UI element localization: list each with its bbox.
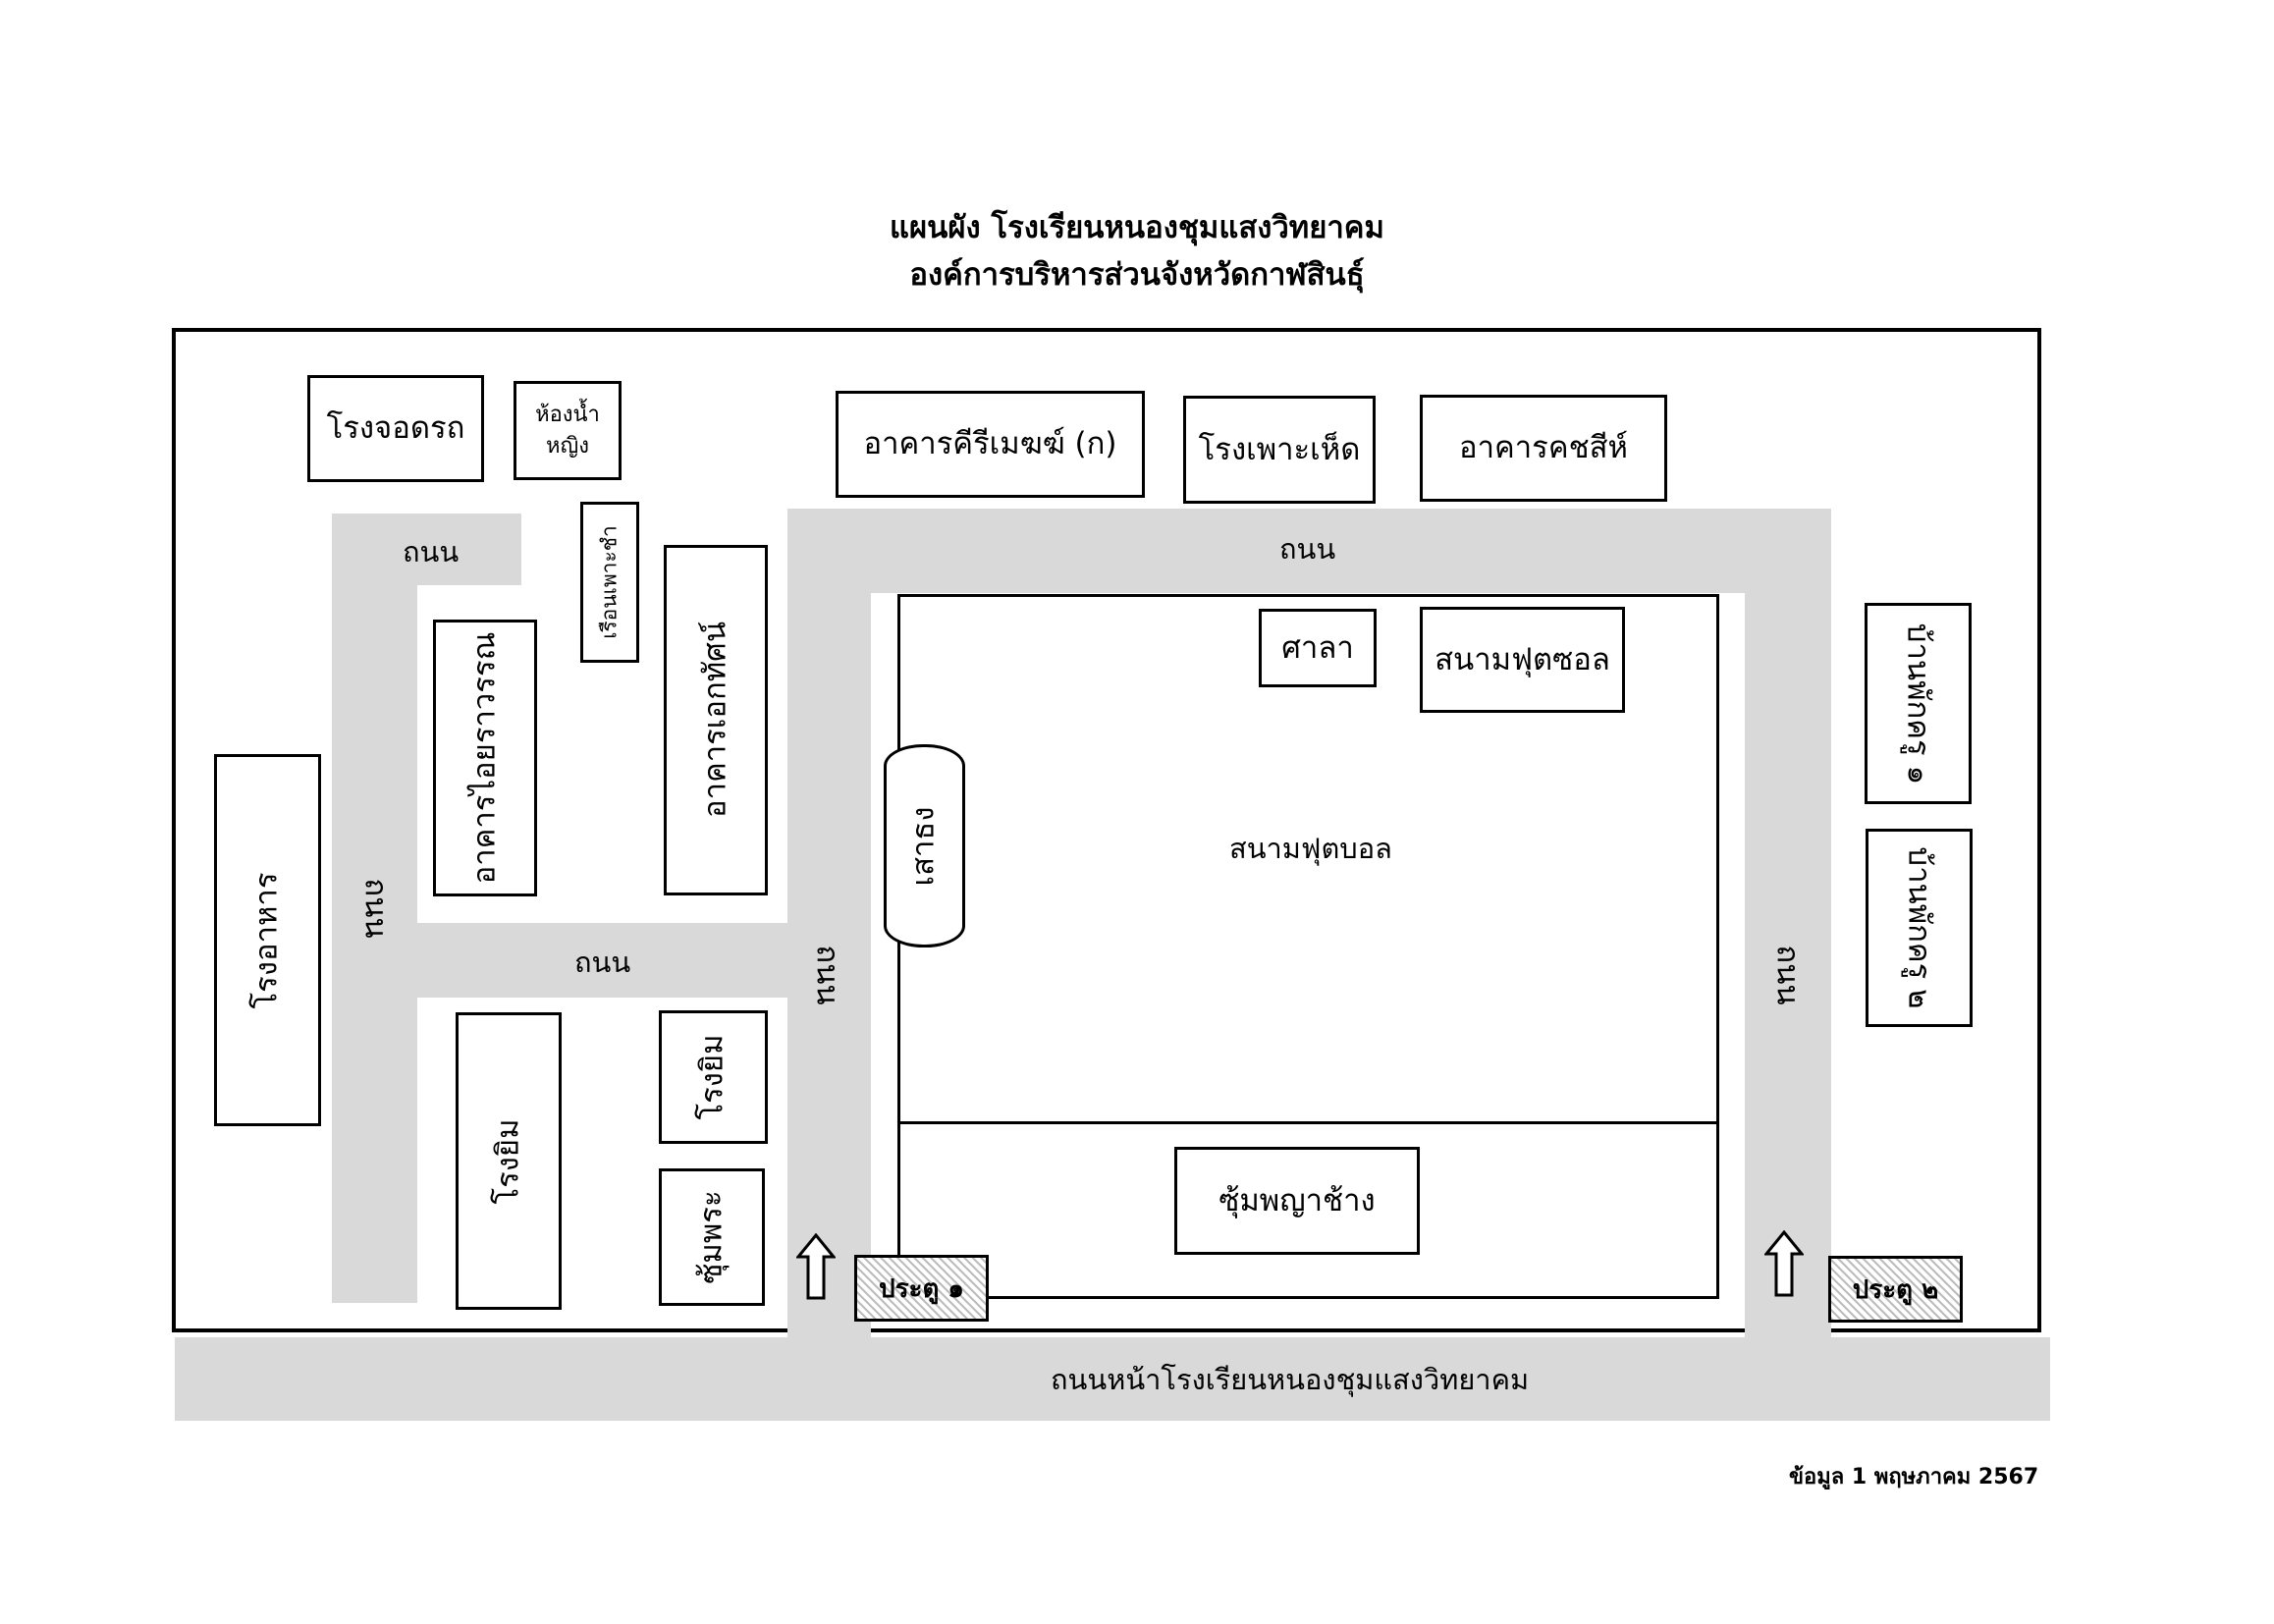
gate-2[interactable]: ประตู ๒ bbox=[1828, 1256, 1963, 1323]
map-subtitle: องค์การบริหารส่วนจังหวัดกาฬสินธุ์ bbox=[909, 257, 1365, 293]
teacher-house-2-label: บ้านพักครู ๒ bbox=[1901, 846, 1937, 1009]
road-middle-label: ถนน bbox=[574, 946, 631, 979]
ekathat-label: อาคารเอกทัศน์ bbox=[697, 621, 733, 819]
prayer-arch bbox=[659, 1168, 765, 1306]
women-toilet-label-2: หญิง bbox=[546, 433, 589, 459]
khotchasi-label: อาคารคชสีห์ bbox=[1459, 430, 1628, 465]
aiyarawan-label: อาคารไอยราวรรณ bbox=[466, 631, 503, 885]
football-field-label: สนามฟุตบอล bbox=[1229, 832, 1392, 865]
elephant-arch-label: ซุ้มพญาช้าง bbox=[1218, 1182, 1376, 1218]
front-road bbox=[175, 1337, 2050, 1421]
khotchasi-building: อาคารคชสีห์ bbox=[1420, 395, 1667, 502]
parking-label: โรงจอดรถ bbox=[326, 410, 465, 446]
futsal-label: สนามฟุตซอล bbox=[1435, 641, 1610, 677]
gate-1-label: ประตู ๑ bbox=[879, 1273, 964, 1304]
field-divider-line bbox=[897, 1121, 1719, 1124]
road-left-vertical bbox=[332, 514, 417, 1303]
gym-building-2 bbox=[659, 1010, 768, 1144]
women-toilet: ห้องน้ำ หญิง bbox=[514, 381, 622, 480]
keerimek-label: อาคารคีรีเมฆฆ์ (ก) bbox=[863, 426, 1117, 461]
nursery-building bbox=[580, 502, 639, 663]
flagpole bbox=[884, 744, 965, 947]
sala-label: ศาลา bbox=[1281, 629, 1354, 666]
road-top bbox=[787, 509, 1831, 593]
teacher-house-1 bbox=[1865, 603, 1972, 804]
school-boundary bbox=[172, 328, 2041, 1332]
gate-1[interactable]: ประตู ๑ bbox=[854, 1255, 989, 1322]
road-right-vertical-label: ถนน bbox=[1769, 945, 1806, 1005]
map-title: แผนผัง โรงเรียนหนองชุมแสงวิทยาคม bbox=[890, 210, 1384, 245]
futsal-field: สนามฟุตซอล bbox=[1420, 607, 1625, 713]
prayer-arch-label: ซุ้มพระ bbox=[693, 1190, 730, 1284]
canteen-label: โรงอาหาร bbox=[248, 872, 285, 1009]
mushroom-house: โรงเพาะเห็ด bbox=[1183, 396, 1376, 504]
teacher-house-2 bbox=[1866, 829, 1973, 1027]
gym-2-label: โรงยิม bbox=[694, 1034, 731, 1120]
road-top-label: ถนน bbox=[1279, 532, 1336, 566]
sala-building: ศาลา bbox=[1259, 609, 1377, 687]
road-right-vertical bbox=[1745, 509, 1831, 1339]
keerimek-building: อาคารคีรีเมฆฆ์ (ก) bbox=[836, 391, 1145, 498]
canteen-building bbox=[214, 754, 321, 1126]
gate-2-arrow-icon bbox=[1764, 1230, 1804, 1297]
road-center-vertical-label: ถนน bbox=[809, 945, 845, 1005]
nursery-label: เรือนเพาะชำ bbox=[597, 525, 622, 639]
mushroom-label: โรงเพาะเห็ด bbox=[1198, 431, 1361, 467]
front-road-label: ถนนหน้าโรงเรียนหนองชุมแสงวิทยาคม bbox=[1051, 1363, 1530, 1396]
gym-building-1 bbox=[456, 1012, 562, 1310]
road-middle bbox=[332, 923, 871, 998]
road-top-left-label: ถนน bbox=[403, 535, 460, 568]
ekathat-building bbox=[664, 545, 768, 895]
parking-building: โรงจอดรถ bbox=[307, 375, 484, 482]
road-top-left bbox=[332, 514, 521, 585]
elephant-arch: ซุ้มพญาช้าง bbox=[1174, 1147, 1420, 1255]
teacher-house-1-label: บ้านพักครู ๑ bbox=[1900, 623, 1936, 785]
women-toilet-label-1: ห้องน้ำ bbox=[535, 402, 600, 427]
gate-1-arrow-icon bbox=[796, 1233, 836, 1300]
gate-2-label: ประตู ๒ bbox=[1852, 1274, 1939, 1305]
flagpole-label: เสาธง bbox=[905, 806, 942, 887]
aiyarawan-building bbox=[433, 620, 537, 896]
date-note: ข้อมูล 1 พฤษภาคม 2567 bbox=[1789, 1465, 2039, 1489]
gym-1-label: โรงยิม bbox=[490, 1118, 526, 1205]
road-left-vertical-label: ถนน bbox=[357, 878, 394, 939]
